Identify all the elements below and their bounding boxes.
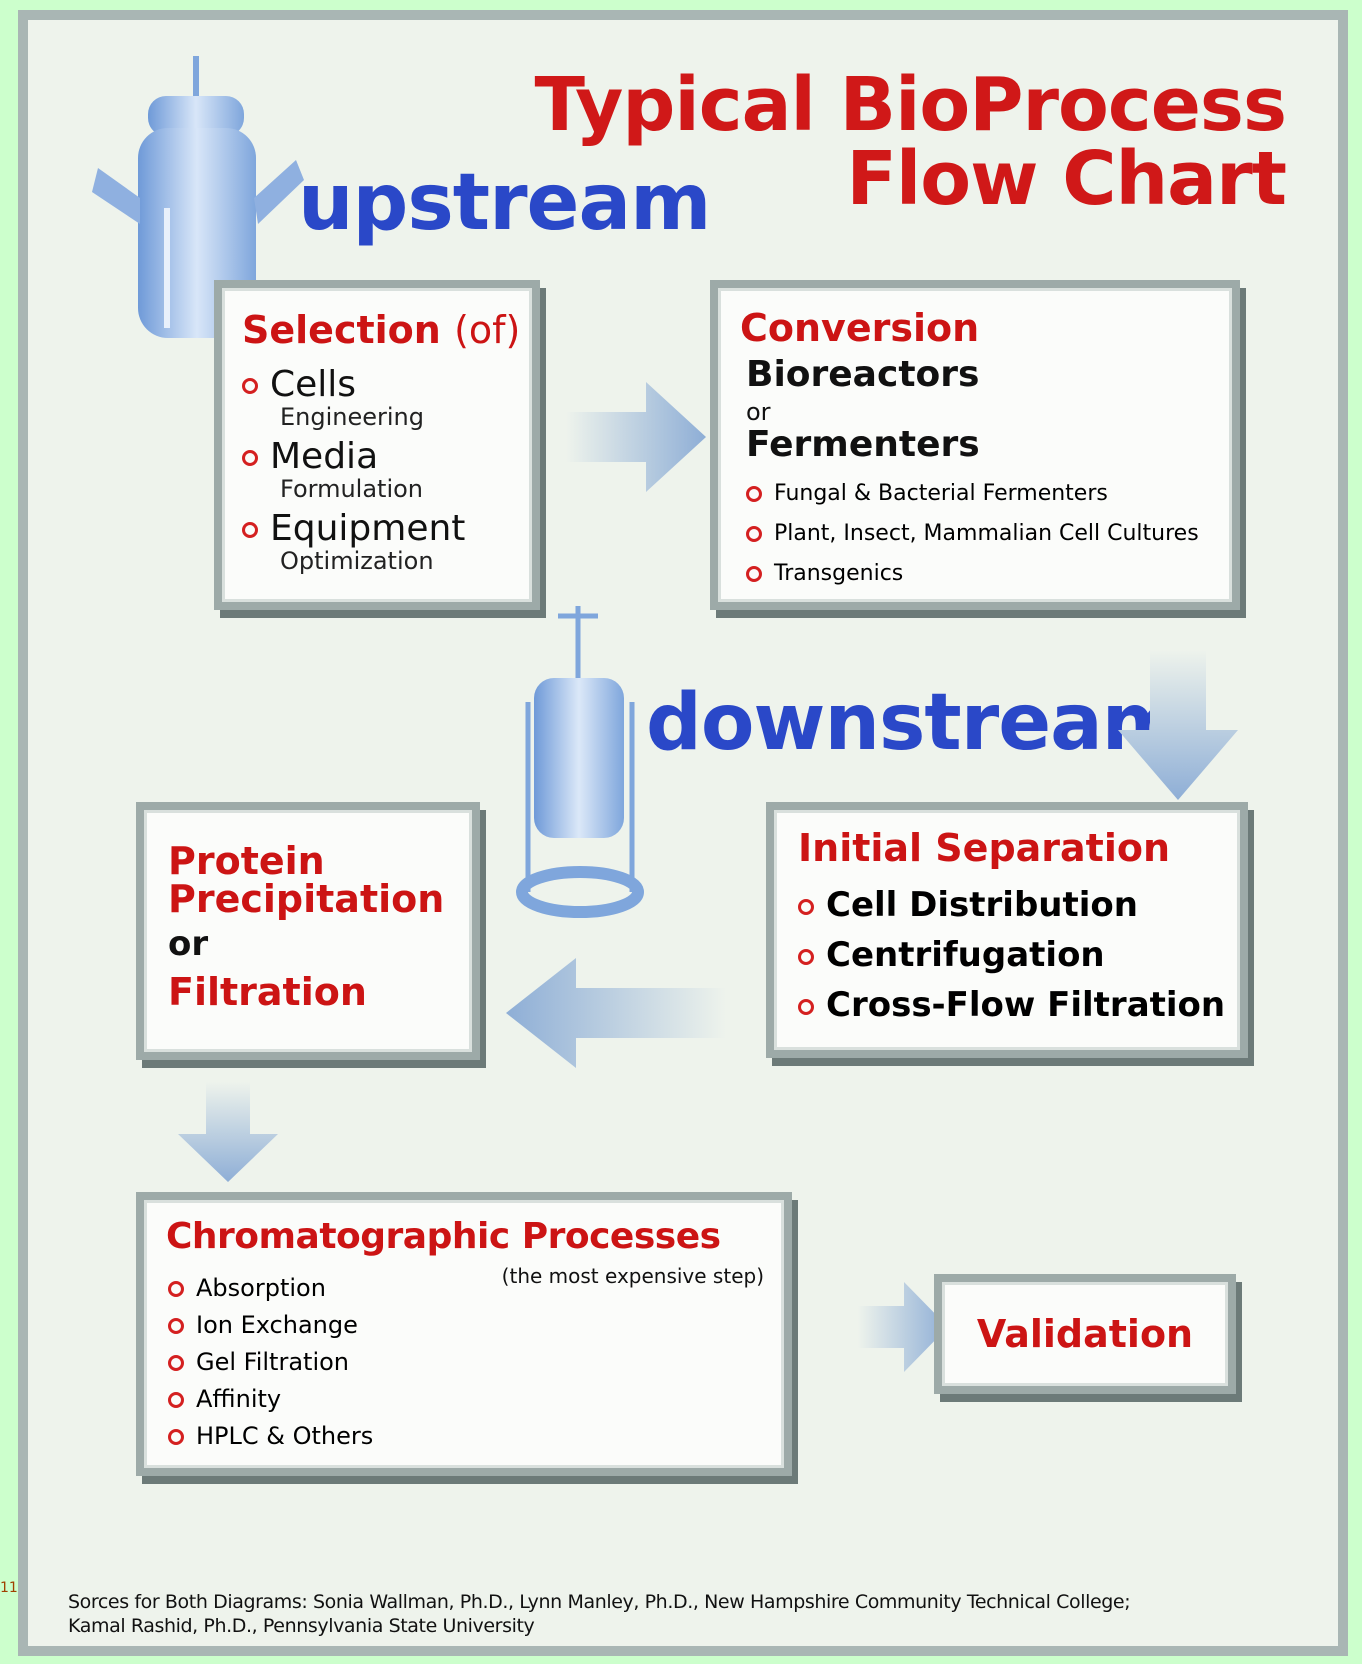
chromatographic-item: Affinity	[168, 1381, 373, 1418]
bullet-icon	[168, 1429, 184, 1445]
selection-item-sub: Optimization	[280, 547, 434, 575]
precipitation-box: Protein Precipitation or Filtration	[136, 802, 480, 1060]
bullet-icon	[798, 898, 814, 915]
conversion-item-label: Plant, Insect, Mammalian Cell Cultures	[774, 521, 1199, 546]
selection-item: Media	[242, 438, 465, 476]
precipitation-line1: Protein	[168, 839, 325, 883]
bullet-icon	[242, 378, 258, 394]
initial-separation-item: Cell Distribution	[798, 880, 1225, 930]
arrow-right-icon	[566, 382, 706, 492]
chromatographic-box: Chromatographic Processes (the most expe…	[136, 1192, 792, 1476]
arrow-down-icon	[178, 1082, 278, 1182]
conversion-item: Fungal & Bacterial Fermenters	[746, 474, 1199, 514]
chromatographic-heading: Chromatographic Processes	[166, 1216, 721, 1257]
chromatographic-list: Absorption Ion Exchange Gel Filtration A…	[168, 1270, 373, 1455]
chromatographic-item: Gel Filtration	[168, 1344, 373, 1381]
column-reactor-icon	[516, 606, 644, 918]
initial-separation-heading: Initial Separation	[798, 826, 1171, 870]
bullet-icon	[746, 526, 762, 542]
flow-chart-poster: Typical BioProcess Flow Chart upstream S…	[18, 10, 1348, 1656]
arrow-right-icon	[858, 1282, 948, 1372]
downstream-label: downstream	[646, 678, 1183, 768]
upstream-label: upstream	[298, 158, 711, 248]
bullet-icon	[798, 948, 814, 965]
chromatographic-item-label: Ion Exchange	[196, 1311, 358, 1339]
validation-box: Validation	[934, 1274, 1236, 1394]
initial-separation-box: Initial Separation Cell Distribution Cen…	[766, 802, 1248, 1058]
selection-heading-text: Selection	[242, 308, 441, 352]
initial-separation-list: Cell Distribution Centrifugation Cross-F…	[798, 880, 1225, 1030]
arrow-left-icon	[506, 958, 726, 1068]
selection-item: Equipment	[242, 510, 465, 548]
validation-label: Validation	[976, 1312, 1194, 1356]
chromatographic-item: Ion Exchange	[168, 1307, 373, 1344]
initial-separation-item-label: Cross-Flow Filtration	[826, 985, 1226, 1025]
sources-credit: Sorces for Both Diagrams: Sonia Wallman,…	[68, 1590, 1131, 1638]
margin-text: 11	[0, 1580, 18, 1596]
conversion-list: Fungal & Bacterial Fermenters Plant, Ins…	[746, 474, 1199, 594]
conversion-item: Transgenics	[746, 554, 1199, 594]
conversion-item: Plant, Insect, Mammalian Cell Cultures	[746, 514, 1199, 554]
selection-item-label: Cells	[270, 364, 357, 405]
precipitation-line2: Precipitation	[168, 877, 445, 921]
bullet-icon	[168, 1392, 184, 1408]
conversion-or: or	[746, 398, 771, 426]
selection-item-label: Equipment	[270, 508, 466, 549]
selection-item: Cells	[242, 366, 465, 404]
conversion-item-label: Fungal & Bacterial Fermenters	[774, 481, 1108, 506]
selection-item-label: Media	[270, 436, 379, 477]
selection-item-sub: Formulation	[280, 475, 424, 503]
conversion-line2: Fermenters	[746, 424, 980, 465]
sources-line-2: Kamal Rashid, Ph.D., Pennsylvania State …	[68, 1615, 535, 1637]
bullet-icon	[168, 1318, 184, 1334]
bullet-icon	[242, 450, 258, 466]
bullet-icon	[168, 1281, 184, 1297]
bullet-icon	[746, 566, 762, 582]
chromatographic-item-label: HPLC & Others	[196, 1422, 374, 1450]
precipitation-line3: Filtration	[168, 970, 367, 1014]
chromatographic-item-label: Affinity	[196, 1385, 282, 1413]
sources-line-1: Sorces for Both Diagrams: Sonia Wallman,…	[68, 1591, 1131, 1613]
conversion-heading: Conversion	[740, 306, 980, 350]
bullet-icon	[168, 1355, 184, 1371]
chromatographic-item-label: Gel Filtration	[196, 1348, 350, 1376]
initial-separation-item-label: Cell Distribution	[826, 885, 1138, 925]
conversion-item-label: Transgenics	[774, 561, 904, 586]
selection-box: Selection (of) Cells Engineering Media F…	[214, 280, 540, 610]
initial-separation-item-label: Centrifugation	[826, 935, 1105, 975]
chromatographic-note: (the most expensive step)	[501, 1264, 764, 1288]
selection-heading-suffix: (of)	[454, 308, 521, 352]
title-line-1: Typical BioProcess	[534, 62, 1287, 148]
selection-item-sub: Engineering	[280, 403, 424, 431]
title-line-2: Flow Chart	[846, 136, 1287, 222]
arrow-down-icon	[1118, 650, 1238, 800]
poster-title: Typical BioProcess Flow Chart	[534, 62, 1287, 222]
bullet-icon	[746, 486, 762, 502]
selection-heading: Selection (of)	[242, 308, 520, 352]
chromatographic-item: Absorption	[168, 1270, 373, 1307]
chromatographic-item: HPLC & Others	[168, 1418, 373, 1455]
selection-list: Cells Engineering Media Formulation Equi…	[242, 366, 465, 574]
bullet-icon	[798, 998, 814, 1015]
chromatographic-item-label: Absorption	[196, 1274, 326, 1302]
conversion-line1: Bioreactors	[746, 354, 980, 395]
conversion-box: Conversion Bioreactors or Fermenters Fun…	[710, 280, 1240, 610]
bullet-icon	[242, 522, 258, 538]
initial-separation-item: Cross-Flow Filtration	[798, 980, 1225, 1030]
initial-separation-item: Centrifugation	[798, 930, 1225, 980]
precipitation-or: or	[168, 924, 209, 964]
